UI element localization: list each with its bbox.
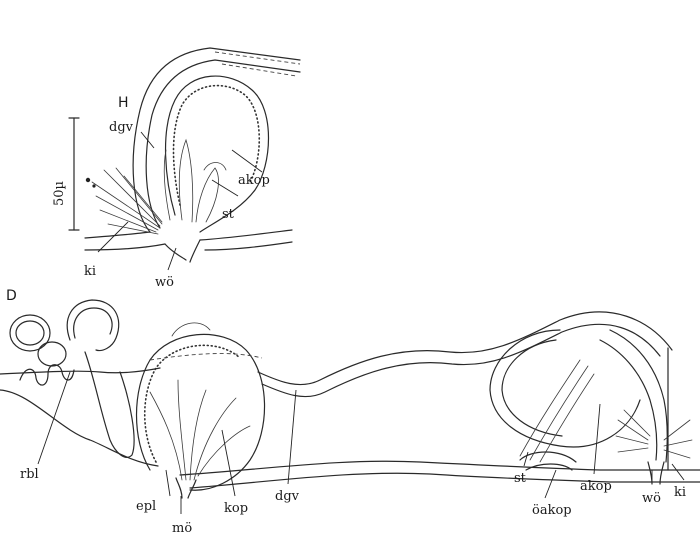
label-d-dgv: dgv: [275, 489, 300, 504]
panel-label-d: D: [6, 288, 17, 304]
label-d-kop: kop: [224, 501, 248, 516]
panel-h-drawing: [68, 47, 301, 271]
label-d-rbl: rbl: [20, 467, 39, 482]
label-d-st: st: [514, 471, 527, 486]
label-h-st: st: [222, 207, 235, 222]
scale-bar-label: 50µ: [52, 181, 67, 206]
label-d-mo: mö: [172, 521, 192, 536]
panel-label-h: H: [118, 95, 129, 111]
label-d-oakop: öakop: [532, 503, 572, 518]
label-d-wo: wö: [642, 491, 661, 506]
panel-d-drawing: [0, 299, 700, 514]
label-h-akop: akop: [238, 173, 270, 188]
label-d-ki: ki: [674, 485, 686, 500]
label-d-akop: akop: [580, 479, 612, 494]
label-h-ki: ki: [84, 264, 96, 279]
label-h-wo: wö: [155, 275, 174, 290]
label-d-epl: epl: [136, 499, 156, 514]
label-h-dgv: dgv: [109, 120, 134, 135]
